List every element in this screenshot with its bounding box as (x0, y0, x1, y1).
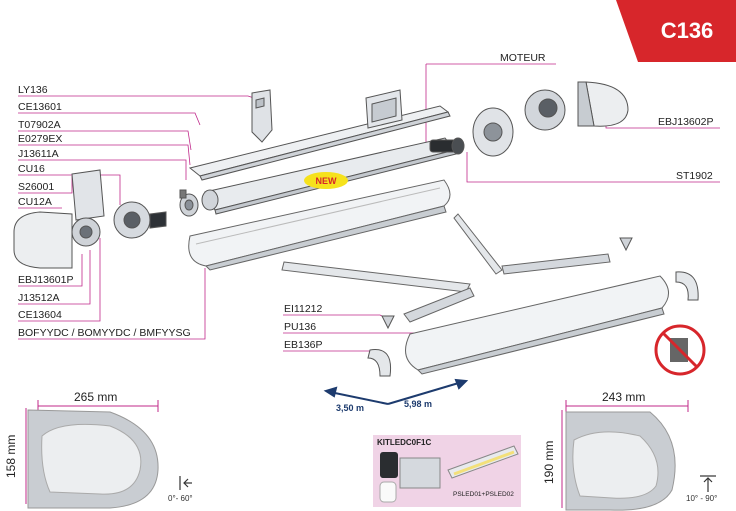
led-kit-box: KITLEDC0F1C PSLED01+PSLED02 (373, 435, 521, 507)
label-t07902a: T07902A (18, 119, 61, 131)
length-short: 3,50 m (336, 403, 365, 413)
label-cu16: CU16 (18, 163, 45, 175)
top-bracket (251, 89, 273, 143)
label-pu136: PU136 (284, 321, 317, 333)
catalog-badge: C136 (616, 0, 736, 62)
dim-left-height: 158 mm (4, 434, 18, 478)
front-bar (405, 275, 669, 375)
kit-title: KITLEDC0F1C (377, 438, 432, 447)
label-bofyydc: BOFYYDC / BOMYYDC / BMFYYSG (18, 327, 191, 339)
motor (429, 137, 465, 155)
dim-right-width: 243 mm (602, 390, 646, 404)
right-endcap-cluster (472, 81, 629, 157)
no-motor-symbol (654, 324, 706, 376)
dim-left-width: 265 mm (74, 390, 118, 404)
dim-right-height: 190 mm (542, 440, 556, 484)
length-long: 5,98 m (404, 399, 433, 409)
label-cu12a: CU12A (18, 196, 52, 208)
label-ebj13602p: EBJ13602P (658, 116, 714, 128)
wall-bracket (365, 89, 403, 129)
label-ce13601: CE13601 (18, 101, 62, 113)
left-cassette-cluster (13, 169, 167, 269)
label-ei11212: EI11212 (284, 303, 323, 315)
label-s26001: S26001 (18, 181, 55, 193)
label-ebj13601p: EBJ13601P (18, 274, 74, 286)
kit-subtitle: PSLED01+PSLED02 (453, 491, 514, 498)
left-profile-figure (25, 400, 159, 509)
length-arrows (323, 378, 469, 405)
label-eb136p: EB136P (284, 339, 323, 351)
label-e0279ex: E0279EX (18, 133, 63, 145)
label-ly136: LY136 (18, 84, 48, 96)
folding-arms (281, 213, 611, 323)
cassette-body (188, 179, 451, 271)
label-j13611a: J13611A (18, 148, 59, 160)
small-parts (367, 237, 699, 377)
label-j13512a: J13512A (18, 292, 60, 304)
new-badge: NEW (304, 172, 348, 189)
label-st1902: ST1902 (676, 170, 713, 182)
dim-left-angle: 0°- 60° (168, 494, 193, 503)
dim-right-angle: 10° - 90° (686, 494, 718, 503)
right-profile-figure (561, 400, 689, 511)
label-ce13604: CE13604 (18, 309, 62, 321)
angle-icons (179, 475, 716, 492)
label-moteur: MOTEUR (500, 52, 546, 64)
left-endcaps (179, 189, 199, 217)
